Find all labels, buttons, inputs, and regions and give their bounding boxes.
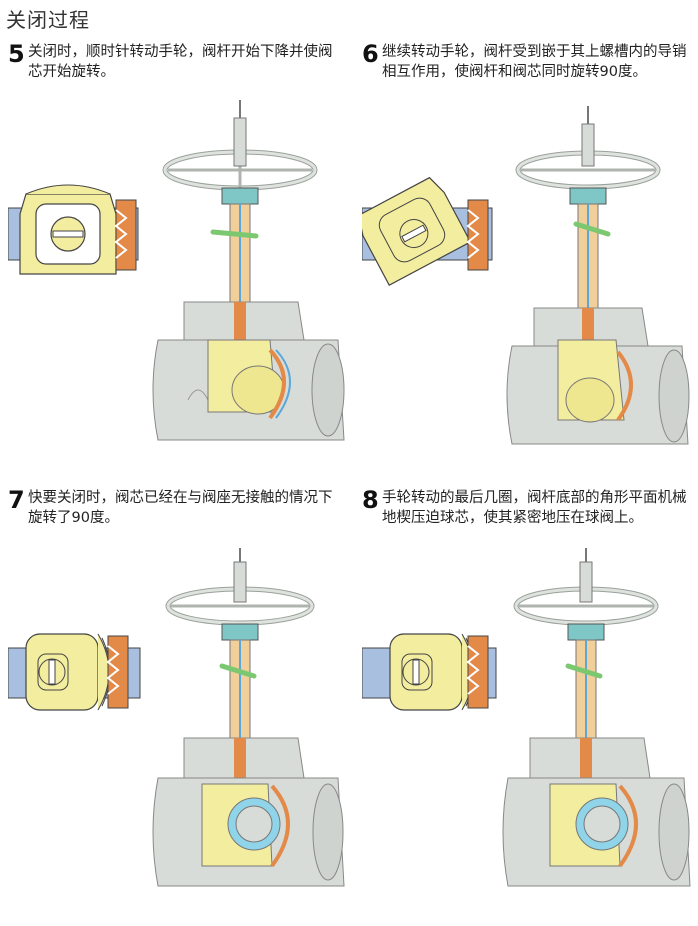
step-description: 手轮转动的最后几圈，阀杆底部的角形平面机械地楔压迫球芯，使其紧密地压在球阀上。 bbox=[382, 490, 687, 526]
seat bbox=[466, 635, 489, 709]
plug bbox=[25, 633, 116, 711]
step-description: 关闭时，顺时针转动手轮，阀杆开始下降并使阀芯开始旋转。 bbox=[28, 44, 333, 80]
step-number: 8 bbox=[362, 486, 379, 514]
step-6: 6 继续转动手轮，阀杆受到嵌于其上螺槽内的导销相互作用，使阀杆和阀芯同时旋转90… bbox=[362, 40, 698, 480]
valve-assembly bbox=[152, 548, 345, 887]
page-title: 关闭过程 bbox=[6, 8, 90, 32]
seat bbox=[466, 199, 489, 271]
step-8: 8 手轮转动的最后几圈，阀杆底部的角形平面机械地楔压迫球芯，使其紧密地压在球阀上… bbox=[362, 486, 698, 926]
seat bbox=[106, 635, 129, 709]
plug bbox=[19, 184, 117, 275]
step-5: 5 关闭时，顺时针转动手轮，阀杆开始下降并使阀芯开始旋转。 bbox=[8, 40, 353, 480]
plug-position-detail bbox=[8, 548, 345, 887]
step-description: 继续转动手轮，阀杆受到嵌于其上螺槽内的导销相互作用，使阀杆和阀芯同时旋转90度。 bbox=[382, 44, 687, 80]
step-7: 7 快要关闭时，阀芯已经在与阀座无接触的情况下旋转了90度。 bbox=[8, 486, 353, 926]
valve-assembly bbox=[506, 106, 690, 445]
seat bbox=[114, 199, 137, 271]
plug-position-detail bbox=[8, 100, 345, 441]
plug-position-detail bbox=[362, 548, 691, 887]
plug bbox=[362, 176, 472, 286]
step-description: 快要关闭时，阀芯已经在与阀座无接触的情况下旋转了90度。 bbox=[28, 490, 333, 526]
valve-assembly bbox=[502, 548, 691, 887]
step-number: 7 bbox=[8, 486, 25, 514]
valve-assembly bbox=[152, 100, 345, 441]
step-number: 5 bbox=[8, 40, 25, 68]
plug-position-detail bbox=[362, 106, 690, 445]
step-number: 6 bbox=[362, 40, 379, 68]
plug bbox=[389, 633, 480, 711]
